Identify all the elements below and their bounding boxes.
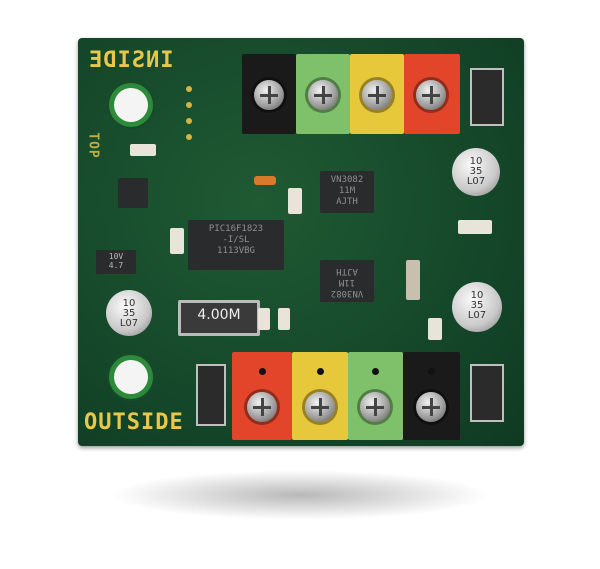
smd-resistor — [278, 308, 290, 330]
inside-label: INSIDE — [88, 48, 174, 73]
pcb-board: INSIDE OUTSIDE TOP PIC16F1823 -I/SL 1113… — [78, 38, 524, 446]
chip-text: AJTH — [336, 197, 358, 207]
mounting-hole — [114, 88, 148, 122]
smd-resistor — [458, 220, 492, 234]
screw-icon — [308, 80, 338, 110]
crystal-oscillator: 4.00M — [178, 300, 260, 336]
pad — [186, 134, 192, 140]
diode-bottom-right — [470, 364, 504, 422]
wire-slot — [372, 368, 379, 375]
mcu-text: 1113VBG — [217, 246, 255, 256]
diode-top-right — [470, 68, 504, 126]
chip-text: 11M — [338, 277, 356, 287]
diode-bottom-left — [196, 364, 226, 426]
cap-text: 35 — [469, 166, 483, 177]
screw-icon — [305, 392, 335, 422]
smd-resistor — [130, 144, 156, 156]
pad — [186, 102, 192, 108]
driver-chip-top: VN3082 11M AJTH — [320, 171, 374, 213]
wire-slot — [428, 368, 435, 375]
mcu-chip: PIC16F1823 -I/SL 1113VBG — [188, 220, 284, 270]
pad — [186, 86, 192, 92]
cap-text: 10 — [469, 156, 483, 167]
wire-slot — [259, 368, 266, 375]
cap-text: 4.7 — [108, 261, 124, 270]
driver-chip-bottom: VN3082 11M AJTH — [320, 260, 374, 302]
cap-text: L07 — [466, 176, 486, 187]
mounting-hole — [114, 360, 148, 394]
smd-resistor — [406, 260, 420, 300]
screw-icon — [416, 80, 446, 110]
screw-icon — [362, 80, 392, 110]
cap-text: 10 — [470, 290, 484, 301]
cap-text: 35 — [122, 308, 136, 319]
drop-shadow — [110, 470, 490, 520]
small-ic — [118, 178, 148, 208]
cap-text: 10 — [122, 298, 136, 309]
cap-text: 35 — [470, 300, 484, 311]
wire-slot — [317, 368, 324, 375]
outside-label: OUTSIDE — [84, 410, 184, 435]
cap-text: L07 — [467, 310, 487, 321]
smd-resistor — [258, 308, 270, 330]
mcu-text: -I/SL — [222, 235, 250, 245]
chip-text: 11M — [338, 186, 356, 196]
top-label: TOP — [85, 132, 101, 159]
glass-diode — [254, 176, 276, 185]
chip-text: VN3082 — [330, 175, 364, 185]
mcu-text: PIC16F1823 — [208, 224, 264, 234]
smd-resistor — [170, 228, 184, 254]
screw-icon — [254, 80, 284, 110]
chip-text: AJTH — [336, 266, 358, 276]
screw-icon — [247, 392, 277, 422]
chip-text: VN3082 — [330, 288, 364, 298]
screw-icon — [416, 392, 446, 422]
smd-resistor — [288, 188, 302, 214]
cap-text: 10V — [108, 252, 124, 261]
smd-resistor — [428, 318, 442, 340]
screw-icon — [360, 392, 390, 422]
cap-text: L07 — [119, 318, 139, 329]
pad — [186, 118, 192, 124]
